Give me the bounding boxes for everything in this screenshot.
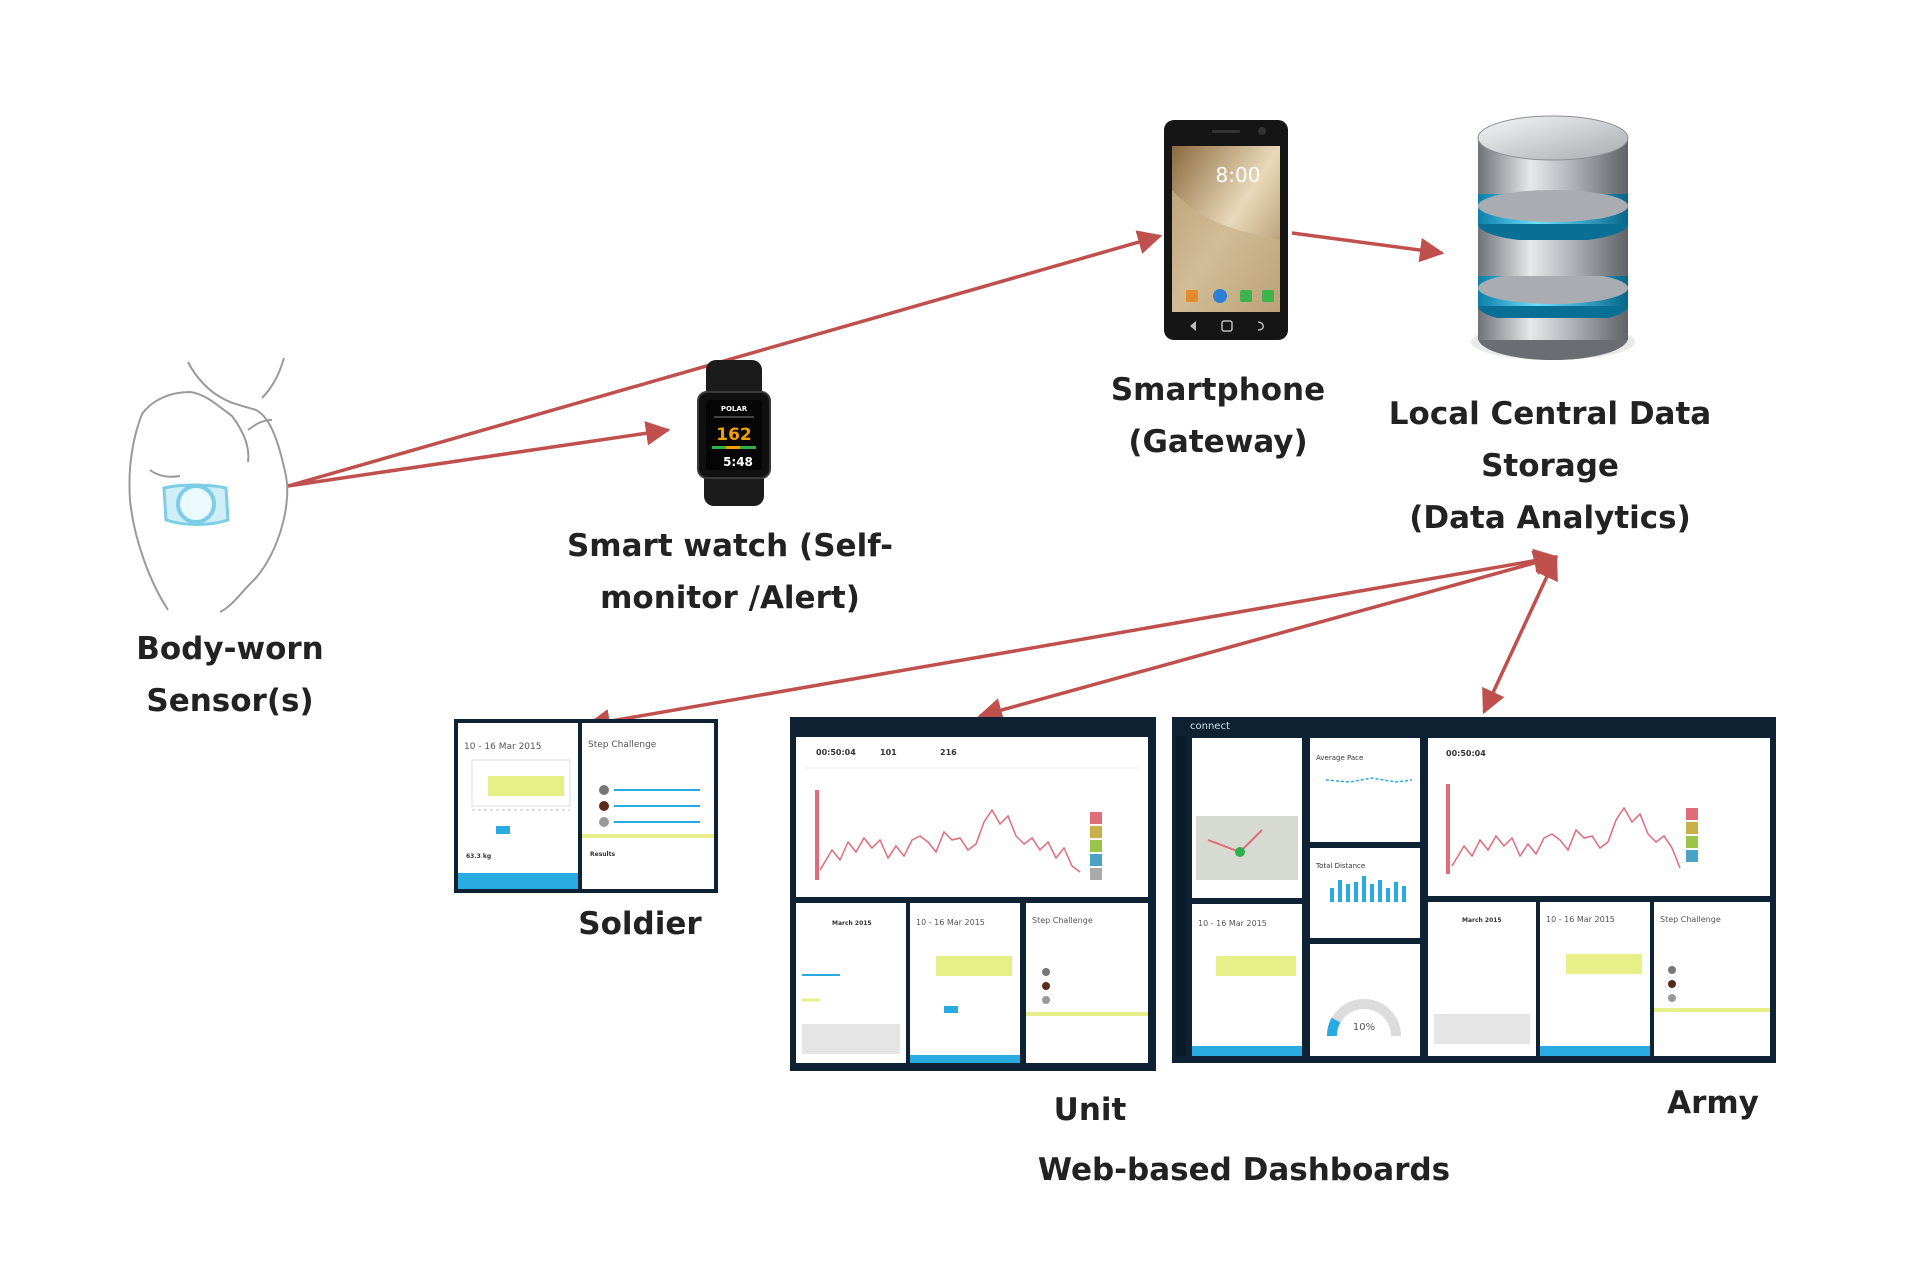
watch-label-line2: monitor /Alert) <box>600 580 860 616</box>
unit-stat-a: 101 <box>880 748 897 757</box>
unit-weight-date: 10 - 16 Mar 2015 <box>916 918 985 927</box>
watch-time: 5:48 <box>723 455 753 469</box>
dashboard-labels: Soldier Unit Army Web-based Dashboards <box>578 906 1759 1188</box>
sensor-label-line2: Sensor(s) <box>146 683 313 719</box>
arrows <box>287 230 1559 734</box>
army-weight-date-2: 10 - 16 Mar 2015 <box>1546 915 1615 924</box>
army-gauge-value: 10% <box>1353 1022 1375 1033</box>
dashboards-heading: Web-based Dashboards <box>1038 1152 1450 1188</box>
army-weight-date: 10 - 16 Mar 2015 <box>1198 919 1267 928</box>
watch-label-line1: Smart watch (Self- <box>567 528 893 564</box>
army-app-name: connect <box>1190 721 1230 732</box>
soldier-step-title: Step Challenge <box>588 740 657 750</box>
storage-label-line1: Local Central Data <box>1389 396 1711 432</box>
unit-activity-time: 00:50:04 <box>816 748 856 757</box>
unit-step-title: Step Challenge <box>1032 916 1093 925</box>
storage-label-line3: (Data Analytics) <box>1409 500 1691 536</box>
node-labels: Body-worn Sensor(s) Smart watch (Self- m… <box>136 372 1711 719</box>
phone-clock: 8:00 <box>1216 163 1261 187</box>
army-step-title: Step Challenge <box>1660 915 1721 924</box>
unit-dashboard: 00:50:04 101 216 March 2015 10 - 16 Mar … <box>790 717 1156 1071</box>
arrow-sensor-to-watch <box>287 421 671 488</box>
soldier-weight-value: 63.3 kg <box>466 853 491 860</box>
army-activity-time: 00:50:04 <box>1446 749 1486 758</box>
watch-brand: POLAR <box>721 405 748 413</box>
army-average-pace: Average Pace <box>1316 754 1363 762</box>
soldier-results: Results <box>590 851 615 858</box>
unit-stat-b: 216 <box>940 748 957 757</box>
arrow-storage-army <box>1482 554 1558 715</box>
army-label: Army <box>1667 1085 1759 1121</box>
sensor-band-icon <box>162 483 230 526</box>
arrow-phone-to-storage <box>1291 231 1445 263</box>
unit-label: Unit <box>1054 1092 1127 1128</box>
soldier-dashboard: 10 - 16 Mar 2015 63.3 kg Step Challenge … <box>454 719 718 893</box>
storage-label-line2: Storage <box>1481 448 1619 484</box>
army-calendar-month: March 2015 <box>1462 917 1502 924</box>
soldier-weight-date: 10 - 16 Mar 2015 <box>464 742 541 752</box>
phone-label-line2: (Gateway) <box>1128 424 1307 460</box>
unit-calendar-month: March 2015 <box>832 920 872 927</box>
phone-label-line1: Smartphone <box>1111 372 1325 408</box>
database-icon <box>1471 115 1635 360</box>
smart-watch-icon: POLAR 162 5:48 <box>697 360 771 506</box>
army-dashboard: connect Average Pace Total Distance 10% … <box>1172 717 1776 1063</box>
arrow-storage-unit <box>977 551 1559 722</box>
army-total-distance: Total Distance <box>1315 862 1365 870</box>
soldier-label: Soldier <box>578 906 702 942</box>
smartphone-icon: 8:00 <box>1164 120 1288 340</box>
body-arm-sensor-icon <box>128 357 289 613</box>
sensor-label-line1: Body-worn <box>136 631 323 667</box>
watch-heart-rate: 162 <box>716 425 752 445</box>
